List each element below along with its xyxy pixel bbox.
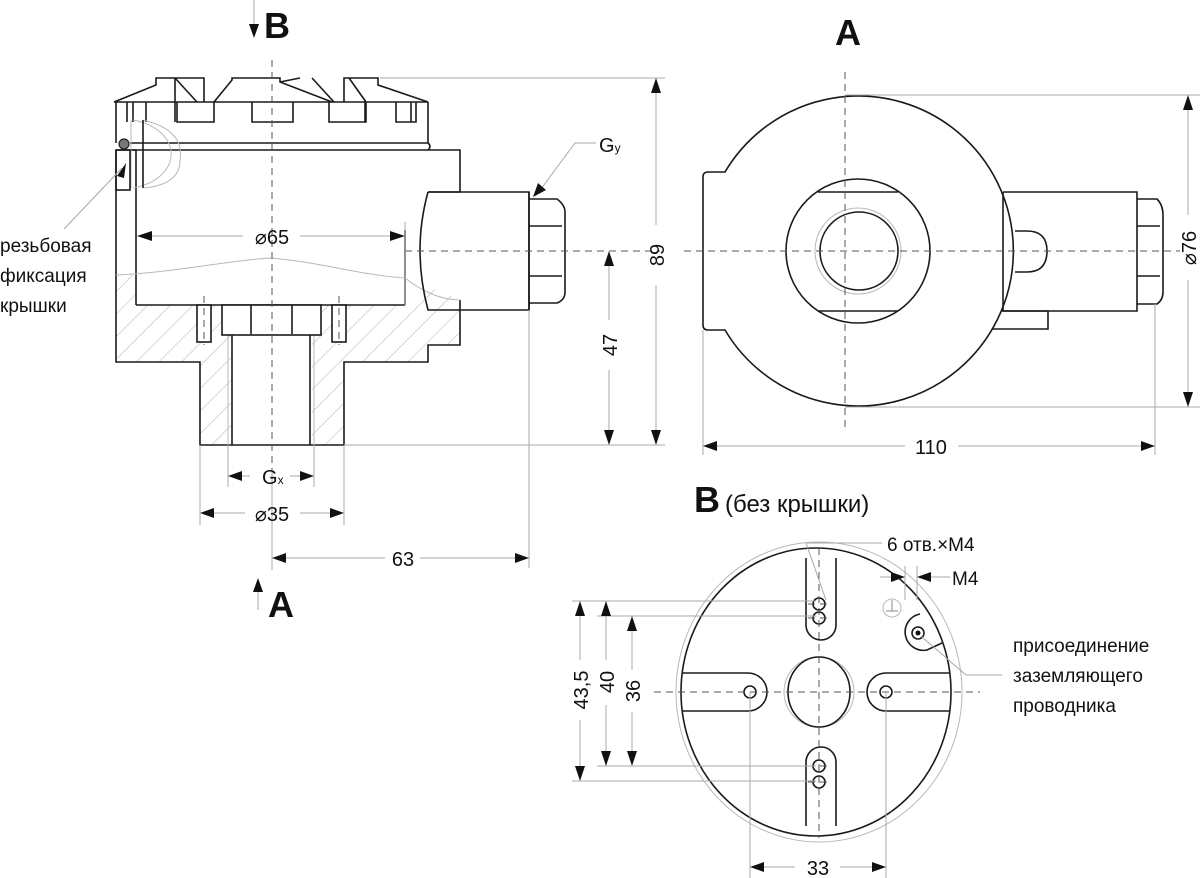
gland-body <box>419 191 530 311</box>
note-holes: 6 отв.×М4 <box>887 535 975 556</box>
dim-width: 110 <box>915 437 947 459</box>
view-b-subtitle: (без крышки) <box>725 491 869 518</box>
dim-height-axis: 47 <box>600 334 622 356</box>
dim-height-total: 89 <box>647 244 669 266</box>
slot-top <box>805 558 837 641</box>
top-view-a: A 110 ⌀76 <box>684 12 1200 459</box>
section-arrow-a <box>253 578 263 592</box>
note-thread-lock-3: крышки <box>0 296 67 317</box>
note-m4: М4 <box>952 569 979 590</box>
side-section-view: ⌀65 89 47 Gx ⌀35 63 Gy <box>0 0 669 625</box>
section-label-a: A <box>268 584 294 625</box>
lid-lip <box>116 149 137 190</box>
view-b: B (без крышки) <box>571 479 1149 878</box>
cover <box>113 77 429 143</box>
thread-inlet-label: Gx <box>262 467 284 489</box>
note-thread-lock-2: фиксация <box>0 266 87 287</box>
body-outline <box>115 150 461 446</box>
dim-43-5: 43,5 <box>571 671 593 710</box>
dim-offset: 63 <box>392 549 414 571</box>
o-ring <box>118 138 130 150</box>
slot-bottom <box>805 746 837 826</box>
section-label-b: B <box>264 5 290 46</box>
cavity <box>136 140 405 305</box>
gland-nut <box>529 198 566 304</box>
view-a-title: A <box>835 12 861 53</box>
dim-36: 36 <box>623 680 645 702</box>
note-ground-3: проводника <box>1013 696 1116 717</box>
dim-33: 33 <box>807 858 829 878</box>
dim-diameter: ⌀76 <box>1179 231 1200 265</box>
gland-nut-top <box>1137 198 1164 305</box>
thread-gland-label: Gy <box>599 135 621 157</box>
section-arrow-b <box>249 24 259 38</box>
ground-boss <box>904 613 943 652</box>
inner-nut <box>221 304 322 336</box>
boss-top <box>1015 230 1048 273</box>
note-ground-2: заземляющего <box>1013 666 1143 687</box>
view-b-title: B <box>694 479 720 520</box>
note-ground-1: присоединение <box>1013 636 1149 657</box>
gland-top <box>1003 191 1138 312</box>
dim-cover-bore: ⌀65 <box>255 227 289 249</box>
boss <box>428 149 461 193</box>
dim-base-diameter: ⌀35 <box>255 504 289 526</box>
note-thread-lock-1: резьбовая <box>0 236 92 257</box>
break-line <box>115 257 461 301</box>
slot-right <box>866 672 950 712</box>
dim-40: 40 <box>597 671 619 693</box>
ground-icon <box>882 598 902 618</box>
